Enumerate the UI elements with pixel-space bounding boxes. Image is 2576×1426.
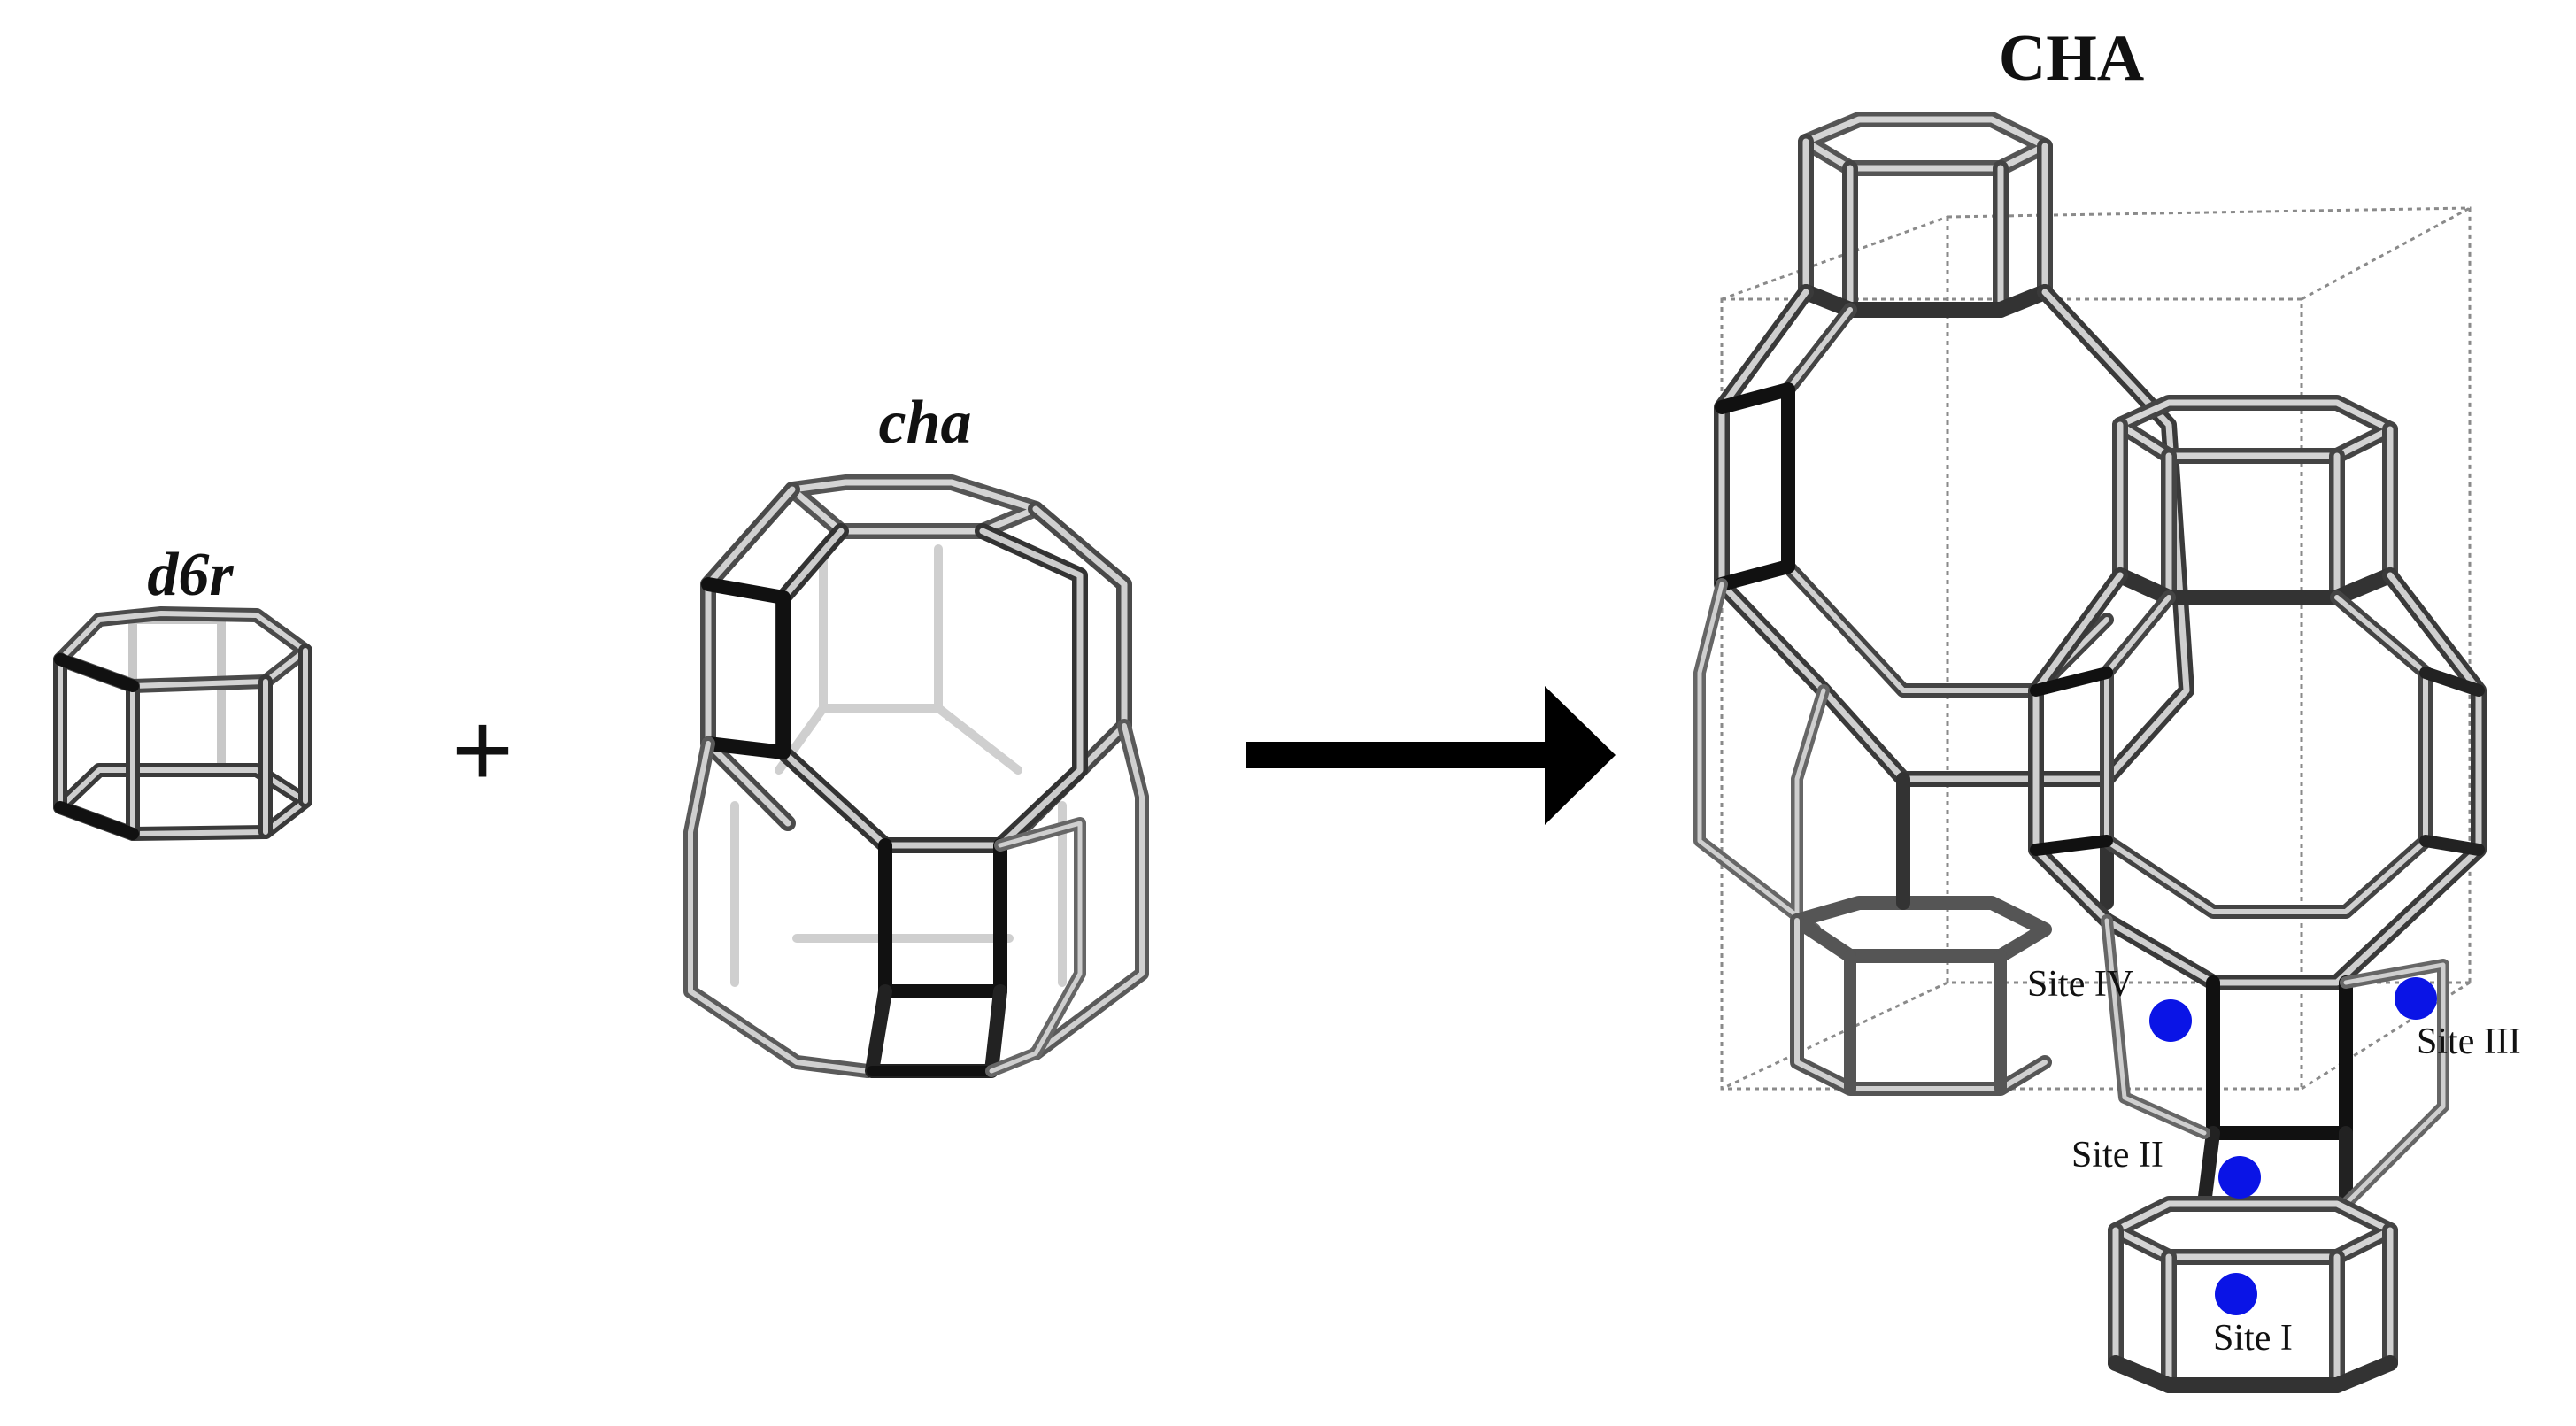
cha-label: cha [879,389,972,457]
site-iii-marker [2395,977,2437,1020]
site-labels: Site IV Site III Site II Site I [2027,964,2521,1359]
site-ii-label: Site II [2071,1135,2163,1175]
site-iii-label: Site III [2417,1021,2521,1062]
reaction-arrow [1246,686,1616,825]
cha-framework-title: CHA [1999,22,2144,95]
site-markers [2149,977,2437,1315]
plus-sign: + [451,690,513,809]
unit-cell-box [1720,206,2472,1091]
site-i-label: Site I [2213,1318,2293,1359]
site-i-marker [2215,1273,2257,1315]
site-ii-marker [2218,1156,2261,1199]
d6r-cage [53,606,312,841]
d6r-label: d6r [147,541,234,609]
site-iv-label: Site IV [2027,964,2133,1005]
cha-cage [683,474,1149,1078]
cha-framework [1693,112,2487,1393]
site-iv-marker [2149,999,2192,1042]
